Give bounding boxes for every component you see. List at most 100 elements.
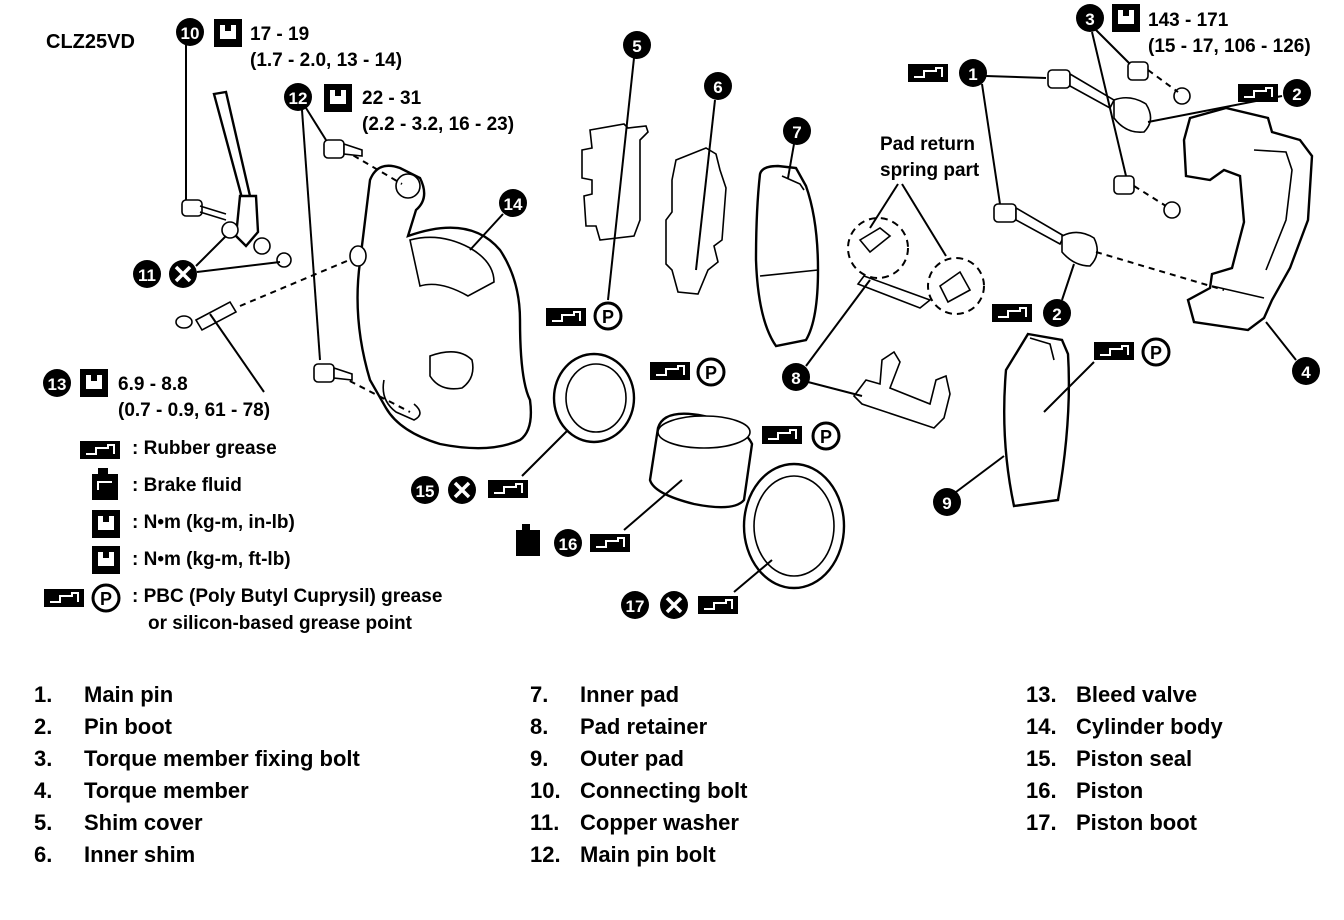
list-item: 9.Outer pad xyxy=(530,746,684,771)
svg-text:12: 12 xyxy=(289,89,308,108)
circled-number: 10 xyxy=(181,24,200,43)
svg-text:15: 15 xyxy=(416,482,435,501)
svg-text:5: 5 xyxy=(632,37,641,56)
svg-text:Pad return: Pad return xyxy=(880,134,975,155)
svg-text:6.9 - 8.8: 6.9 - 8.8 xyxy=(118,374,188,395)
rubber-grease-icon xyxy=(1237,83,1279,103)
svg-text:2: 2 xyxy=(1052,305,1061,324)
torque-bolts xyxy=(1091,29,1191,219)
list-item: 8.Pad retainer xyxy=(530,714,708,739)
main-pin-bolts xyxy=(301,107,363,383)
inner-pad: 7 xyxy=(754,117,820,348)
svg-text:16: 16 xyxy=(559,535,578,554)
legend-icons: P xyxy=(43,440,121,613)
legend-torque-in-lb: : N•m (kg-m, in-lb) xyxy=(132,512,295,533)
rubber-grease-icon xyxy=(487,479,529,499)
svg-text:17: 17 xyxy=(626,597,645,616)
list-item: 15.Piston seal xyxy=(1026,746,1193,771)
list-item: 13.Bleed valve xyxy=(1026,682,1198,707)
svg-text:8: 8 xyxy=(791,369,800,388)
svg-text:1: 1 xyxy=(968,65,977,84)
pad-return-callout: Pad return spring part xyxy=(847,134,985,315)
torque-in-lb-icon xyxy=(92,510,120,538)
rubber-grease-icon xyxy=(79,440,121,460)
parts-list: 1.Main pin 2.Pin boot 3.Torque member fi… xyxy=(0,682,1344,882)
svg-text:P: P xyxy=(705,363,717,383)
svg-text:P: P xyxy=(100,589,112,609)
rubber-grease-icon xyxy=(991,303,1033,323)
rubber-grease-icon xyxy=(907,63,949,83)
list-item: 4.Torque member xyxy=(34,778,249,803)
svg-text:22 - 31: 22 - 31 xyxy=(362,88,422,109)
svg-text:13: 13 xyxy=(48,375,67,394)
piston: 16 xyxy=(516,412,754,557)
rubber-grease-icon xyxy=(43,588,85,608)
legend-torque-ft-lb: : N•m (kg-m, ft-lb) xyxy=(132,549,291,570)
callout-13: 13 6.9 - 8.8 (0.7 - 0.9, 61 - 78) xyxy=(43,369,270,421)
svg-text:9: 9 xyxy=(942,494,951,513)
svg-text:143 - 171: 143 - 171 xyxy=(1148,10,1229,31)
svg-text:14: 14 xyxy=(504,195,523,214)
svg-text:(0.7 - 0.9, 61 - 78): (0.7 - 0.9, 61 - 78) xyxy=(118,400,270,421)
list-item: 1.Main pin xyxy=(34,682,174,707)
callout-11: 11 xyxy=(133,235,281,290)
list-item: 12.Main pin bolt xyxy=(530,842,716,867)
shim-cover: 5 xyxy=(581,31,651,301)
replace-icon xyxy=(446,474,478,506)
svg-text:6: 6 xyxy=(713,78,722,97)
svg-text:(15 - 17, 106 - 126): (15 - 17, 106 - 126) xyxy=(1148,36,1311,57)
replace-icon xyxy=(167,258,199,290)
inner-shim: 6 xyxy=(665,72,732,295)
svg-text:P: P xyxy=(1150,343,1162,363)
rubber-grease-icon xyxy=(761,425,803,445)
pad-retainer: 8 xyxy=(782,279,951,429)
list-item: 6.Inner shim xyxy=(34,842,196,867)
list-item: 10.Connecting bolt xyxy=(530,778,748,803)
callout-10-top: 10 17 - 19 (1.7 - 2.0, 13 - 14) xyxy=(176,18,402,71)
callout-3: 3 143 - 171 (15 - 17, 106 - 126) xyxy=(1076,4,1311,57)
svg-text:2: 2 xyxy=(1292,85,1301,104)
parts-column-1: 1.Main pin 2.Pin boot 3.Torque member fi… xyxy=(34,682,360,874)
legend-pbc-grease-line2: or silicon-based grease point xyxy=(148,613,412,634)
piston-seal: 15 xyxy=(411,352,636,506)
svg-text:17 - 19: 17 - 19 xyxy=(250,24,309,45)
svg-text:P: P xyxy=(602,307,614,327)
svg-text:(2.2 - 3.2, 16 - 23): (2.2 - 3.2, 16 - 23) xyxy=(362,114,514,135)
brake-hose xyxy=(181,40,292,268)
parts-column-2: 7.Inner pad 8.Pad retainer 9.Outer pad 1… xyxy=(530,682,747,874)
torque-wrench-icon xyxy=(214,19,242,47)
bleed-valve xyxy=(175,257,355,393)
list-item: 2.Pin boot xyxy=(34,714,172,739)
svg-text:P: P xyxy=(820,427,832,447)
list-item: 11.Copper washer xyxy=(530,810,739,835)
legend-brake-fluid: : Brake fluid xyxy=(132,475,242,496)
callout-12: 12 22 - 31 (2.2 - 3.2, 16 - 23) xyxy=(284,83,514,135)
list-item: 16.Piston xyxy=(1026,778,1144,803)
svg-text:spring part: spring part xyxy=(880,160,980,181)
rubber-grease-icon xyxy=(1093,341,1135,361)
brake-fluid-icon xyxy=(92,468,118,500)
replace-icon xyxy=(658,589,690,621)
torque-member: 4 xyxy=(1182,106,1320,385)
list-item: 5.Shim cover xyxy=(34,810,203,835)
piston-boot: 17 xyxy=(621,462,846,621)
rubber-grease-icon xyxy=(697,595,739,615)
rubber-grease-icon xyxy=(589,533,631,553)
svg-text:11: 11 xyxy=(138,266,156,285)
outer-pad: 9 xyxy=(933,332,1095,516)
torque-wrench-icon xyxy=(1112,4,1140,32)
svg-text:(1.7 - 2.0, 13 - 14): (1.7 - 2.0, 13 - 14) xyxy=(250,50,402,71)
parts-column-3: 13.Bleed valve 14.Cylinder body 15.Pisto… xyxy=(1026,682,1223,842)
list-item: 3.Torque member fixing bolt xyxy=(34,746,360,771)
list-item: 7.Inner pad xyxy=(530,682,680,707)
legend-pbc-grease: : PBC (Poly Butyl Cuprysil) grease xyxy=(132,586,443,607)
main-pins: 1 2 2 xyxy=(959,59,1311,327)
svg-text:4: 4 xyxy=(1301,363,1311,382)
torque-wrench-icon xyxy=(80,369,108,397)
rubber-grease-icon xyxy=(649,361,691,381)
brake-fluid-icon xyxy=(516,524,540,556)
list-item: 17.Piston boot xyxy=(1026,810,1197,835)
pbc-markers: P P P P xyxy=(593,301,1171,451)
model-label: CLZ25VD xyxy=(46,31,135,53)
